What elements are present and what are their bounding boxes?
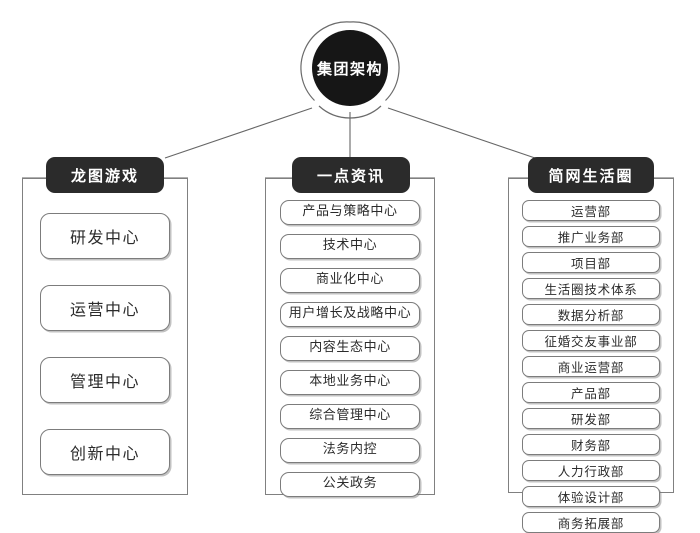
branch-items-longtu: 研发中心 运营中心 管理中心 创新中心 — [40, 213, 170, 475]
node-item[interactable]: 技术中心 — [280, 234, 420, 259]
root-disc: 集团架构 — [312, 30, 388, 106]
node-item[interactable]: 数据分析部 — [522, 304, 660, 325]
branch-header-label: 龙图游戏 — [70, 166, 139, 185]
node-item[interactable]: 公关政务 — [280, 472, 420, 497]
branch-header-jianwang[interactable]: 简网生活圈 — [528, 157, 654, 193]
root-label: 集团架构 — [316, 59, 383, 78]
node-item[interactable]: 内容生态中心 — [280, 336, 420, 361]
node-item[interactable]: 商务拓展部 — [522, 512, 660, 533]
node-item[interactable]: 项目部 — [522, 252, 660, 273]
branch-header-label: 简网生活圈 — [548, 166, 634, 185]
node-item[interactable]: 征婚交友事业部 — [522, 330, 660, 351]
node-item[interactable]: 管理中心 — [40, 357, 170, 403]
node-item[interactable]: 推广业务部 — [522, 226, 660, 247]
node-item[interactable]: 人力行政部 — [522, 460, 660, 481]
node-item[interactable]: 研发中心 — [40, 213, 170, 259]
node-item[interactable]: 体验设计部 — [522, 486, 660, 507]
branch-header-longtu[interactable]: 龙图游戏 — [46, 157, 164, 193]
node-item[interactable]: 法务内控 — [280, 438, 420, 463]
node-item[interactable]: 本地业务中心 — [280, 370, 420, 395]
node-item[interactable]: 运营中心 — [40, 285, 170, 331]
node-item[interactable]: 财务部 — [522, 434, 660, 455]
node-item[interactable]: 生活圈技术体系 — [522, 278, 660, 299]
node-item[interactable]: 研发部 — [522, 408, 660, 429]
branch-items-yidian: 产品与策略中心 技术中心 商业化中心 用户增长及战略中心 内容生态中心 本地业务… — [280, 200, 420, 497]
branch-header-label: 一点资讯 — [316, 166, 385, 185]
node-item[interactable]: 创新中心 — [40, 429, 170, 475]
node-item[interactable]: 综合管理中心 — [280, 404, 420, 429]
branch-items-jianwang: 运营部 推广业务部 项目部 生活圈技术体系 数据分析部 征婚交友事业部 商业运营… — [522, 200, 660, 533]
node-item[interactable]: 商业化中心 — [280, 268, 420, 293]
node-item[interactable]: 商业运营部 — [522, 356, 660, 377]
root-node[interactable]: 集团架构 — [302, 20, 398, 116]
branch-header-yidian[interactable]: 一点资讯 — [292, 157, 410, 193]
node-item[interactable]: 用户增长及战略中心 — [280, 302, 420, 327]
node-item[interactable]: 产品部 — [522, 382, 660, 403]
node-item[interactable]: 运营部 — [522, 200, 660, 221]
node-item[interactable]: 产品与策略中心 — [280, 200, 420, 225]
